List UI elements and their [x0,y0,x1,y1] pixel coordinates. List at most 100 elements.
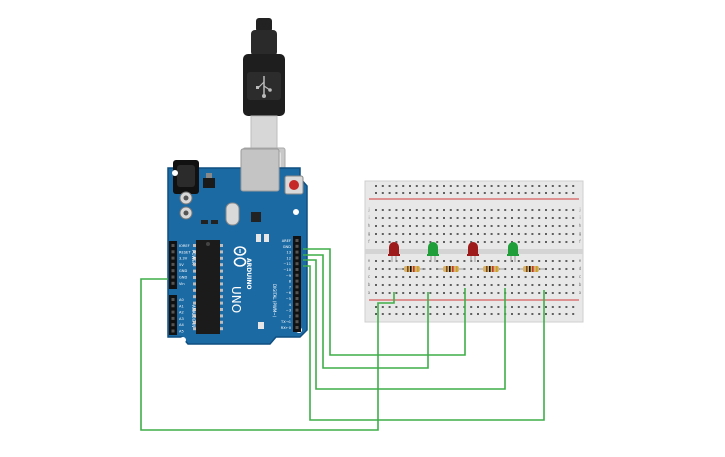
breadboard-hole[interactable] [402,233,405,235]
breadboard-hole[interactable] [422,217,425,219]
rail-hole[interactable] [545,185,547,187]
breadboard-hole[interactable] [449,225,452,227]
breadboard-hole[interactable] [456,276,459,278]
rail-hole[interactable] [558,313,561,315]
breadboard-hole[interactable] [504,241,507,243]
rail-hole[interactable] [565,192,568,194]
breadboard-hole[interactable] [443,276,445,278]
breadboard-hole[interactable] [381,209,384,211]
breadboard-hole[interactable] [538,276,541,278]
rail-hole[interactable] [388,313,391,315]
breadboard-hole[interactable] [422,284,425,286]
breadboard-hole[interactable] [524,260,527,262]
breadboard-hole[interactable] [375,292,377,294]
rail-hole[interactable] [409,185,411,187]
rail-hole[interactable] [538,313,541,315]
breadboard-hole[interactable] [449,233,452,235]
breadboard-hole[interactable] [558,241,561,243]
breadboard-hole[interactable] [504,260,507,262]
breadboard-hole[interactable] [504,268,507,270]
rail-hole[interactable] [449,192,452,194]
breadboard-hole[interactable] [558,209,561,211]
rail-hole[interactable] [429,192,432,194]
breadboard-hole[interactable] [463,241,466,243]
breadboard-hole[interactable] [395,225,398,227]
breadboard-hole[interactable] [545,292,547,294]
breadboard-hole[interactable] [422,233,425,235]
breadboard-hole[interactable] [524,233,527,235]
breadboard-hole[interactable] [551,233,554,235]
breadboard-hole[interactable] [558,292,561,294]
breadboard-hole[interactable] [497,225,500,227]
breadboard-hole[interactable] [381,284,384,286]
breadboard-hole[interactable] [565,217,568,219]
digital-pin[interactable] [295,320,299,324]
rail-hole[interactable] [388,185,391,187]
analog-pin[interactable] [171,310,175,314]
breadboard-hole[interactable] [402,260,405,262]
breadboard-hole[interactable] [409,260,411,262]
breadboard-hole[interactable] [443,217,445,219]
breadboard-hole[interactable] [388,284,391,286]
rail-hole[interactable] [517,313,520,315]
rail-hole[interactable] [388,306,391,308]
rail-hole[interactable] [415,185,418,187]
breadboard-hole[interactable] [456,292,459,294]
digital-pin[interactable] [295,314,299,318]
breadboard-hole[interactable] [477,276,479,278]
breadboard-hole[interactable] [551,225,554,227]
analog-pin[interactable] [171,323,175,327]
breadboard-hole[interactable] [463,209,466,211]
rail-hole[interactable] [483,185,486,187]
breadboard-hole[interactable] [395,284,398,286]
breadboard-hole[interactable] [422,292,425,294]
breadboard-hole[interactable] [375,217,377,219]
breadboard-hole[interactable] [395,268,398,270]
rail-hole[interactable] [395,185,398,187]
breadboard-hole[interactable] [395,292,398,294]
breadboard-hole[interactable] [402,284,405,286]
rail-hole[interactable] [436,306,439,308]
rail-hole[interactable] [572,313,575,315]
led-2[interactable] [427,242,439,262]
breadboard-hole[interactable] [429,284,432,286]
breadboard-hole[interactable] [558,260,561,262]
breadboard-hole[interactable] [483,225,486,227]
breadboard-hole[interactable] [415,233,418,235]
breadboard-hole[interactable] [415,276,418,278]
breadboard-hole[interactable] [429,276,432,278]
breadboard-hole[interactable] [463,225,466,227]
rail-hole[interactable] [422,185,425,187]
rail-hole[interactable] [558,306,561,308]
breadboard-hole[interactable] [436,284,439,286]
rail-hole[interactable] [524,185,527,187]
breadboard-hole[interactable] [483,217,486,219]
breadboard-hole[interactable] [504,217,507,219]
rail-hole[interactable] [531,313,534,315]
breadboard-hole[interactable] [538,209,541,211]
breadboard-hole[interactable] [517,276,520,278]
rail-hole[interactable] [375,306,377,308]
rail-hole[interactable] [565,306,568,308]
breadboard-hole[interactable] [565,268,568,270]
power-pin[interactable] [171,262,175,266]
breadboard-hole[interactable] [463,260,466,262]
breadboard-hole[interactable] [517,209,520,211]
breadboard-hole[interactable] [388,260,391,262]
breadboard-hole[interactable] [470,209,473,211]
rail-hole[interactable] [415,192,418,194]
breadboard-hole[interactable] [375,276,377,278]
breadboard-hole[interactable] [558,276,561,278]
breadboard-hole[interactable] [470,292,473,294]
digital-pin[interactable] [295,326,299,329]
breadboard-hole[interactable] [456,209,459,211]
breadboard-hole[interactable] [415,217,418,219]
breadboard-hole[interactable] [422,209,425,211]
rail-hole[interactable] [538,306,541,308]
rail-hole[interactable] [449,313,452,315]
breadboard-hole[interactable] [504,284,507,286]
breadboard-hole[interactable] [558,217,561,219]
rail-hole[interactable] [497,192,500,194]
breadboard-hole[interactable] [395,241,398,243]
